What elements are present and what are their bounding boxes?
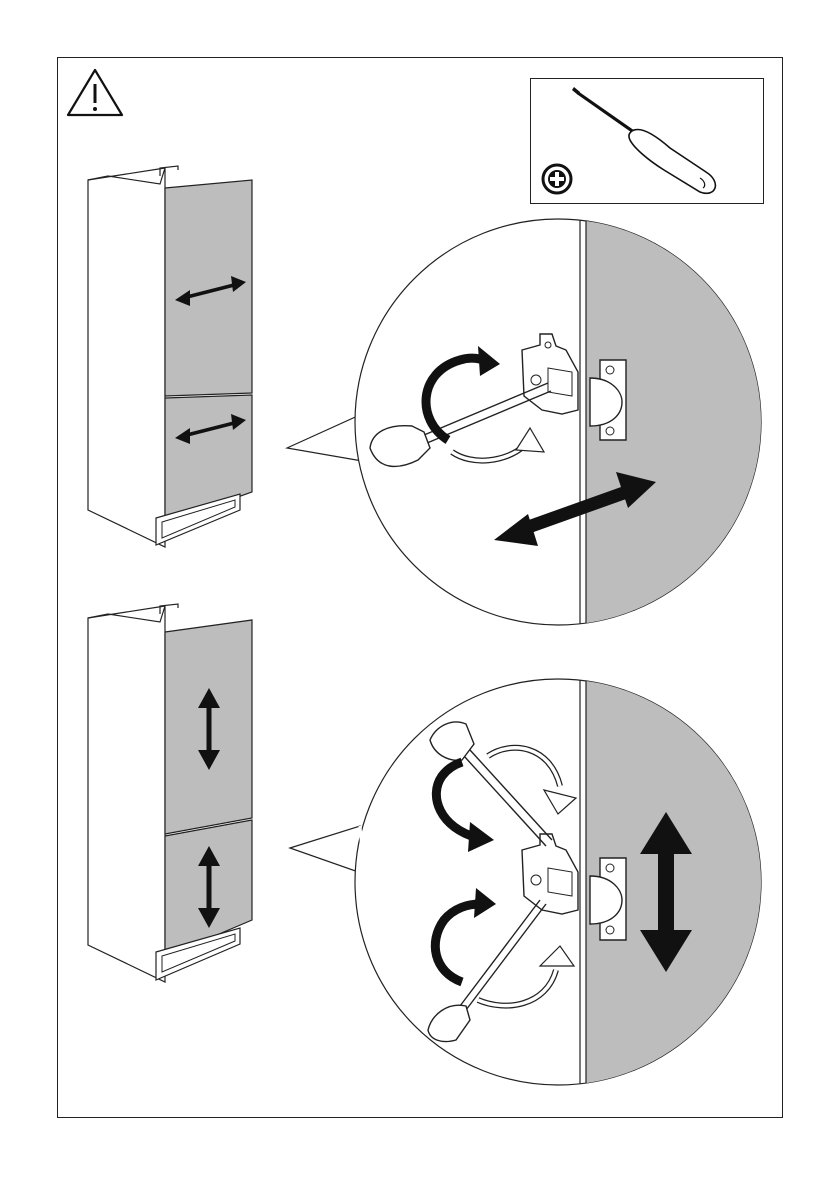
phillips-head-icon [543,165,571,193]
detail-horizontal-adjustment [287,200,786,640]
upper-door [165,180,252,396]
detail-vertical-adjustment [290,660,786,1100]
cabinet-vertical [88,604,252,982]
screwdriver-icon [572,87,715,193]
cabinet-horizontal [88,166,252,547]
warning-triangle-icon [68,70,122,115]
